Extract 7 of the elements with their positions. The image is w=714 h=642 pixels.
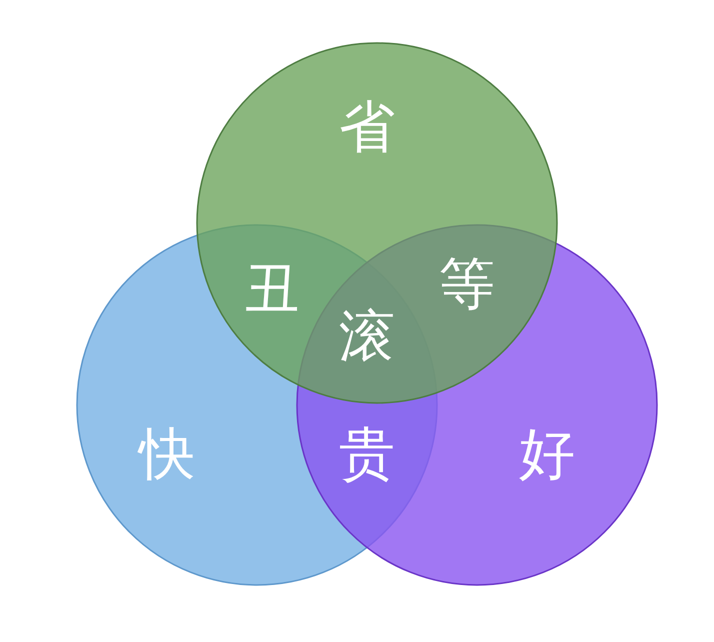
- overlap-label: 等: [439, 257, 495, 313]
- set-label: 好: [519, 427, 575, 483]
- overlap-label: 贵: [339, 427, 395, 483]
- set-label: 快: [139, 427, 195, 483]
- overlap-label: 丑: [244, 262, 300, 318]
- set-label: 省: [339, 100, 395, 156]
- overlap-label: 滚: [339, 309, 395, 365]
